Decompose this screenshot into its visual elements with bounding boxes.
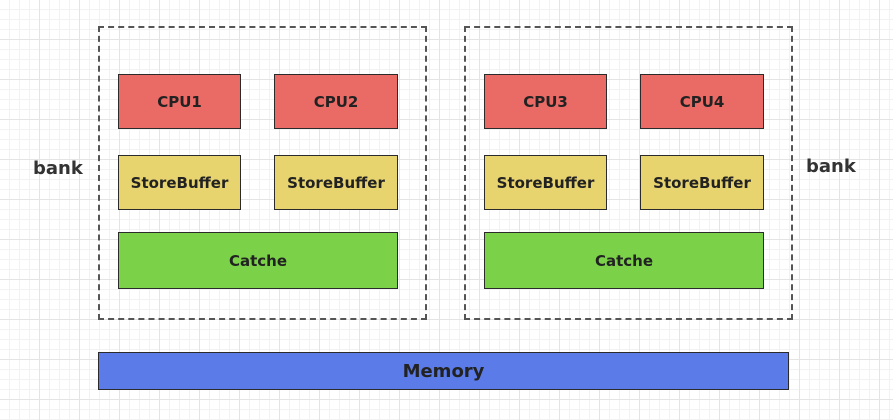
memory-box: Memory	[98, 352, 789, 390]
right-bank-group	[464, 26, 793, 320]
store-buffer-3-box: StoreBuffer	[484, 155, 607, 210]
left-bank-label: bank	[33, 158, 83, 179]
store-buffer-2-box: StoreBuffer	[274, 155, 398, 210]
store-buffer-4-box: StoreBuffer	[640, 155, 764, 210]
cpu1-box: CPU1	[118, 74, 241, 129]
cpu3-box: CPU3	[484, 74, 607, 129]
left-cache-box: Catche	[118, 232, 398, 289]
cpu4-box: CPU4	[640, 74, 764, 129]
right-bank-label: bank	[806, 156, 856, 177]
left-bank-group	[98, 26, 427, 320]
cpu2-box: CPU2	[274, 74, 398, 129]
store-buffer-1-box: StoreBuffer	[118, 155, 241, 210]
right-cache-box: Catche	[484, 232, 764, 289]
